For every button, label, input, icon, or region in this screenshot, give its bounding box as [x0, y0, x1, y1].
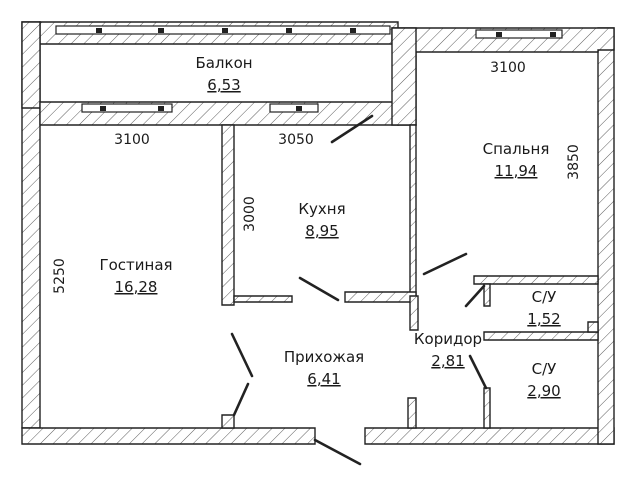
- door-living: [230, 332, 254, 378]
- wall-bath-divider: [483, 331, 599, 341]
- door-bath1: [464, 284, 486, 308]
- hall-name: Прихожая: [284, 348, 364, 366]
- window-kitchen: [269, 103, 319, 113]
- wall-balcony-left: [21, 21, 41, 109]
- wall-corridor-left: [409, 295, 419, 331]
- wall-kitchen-bottom-right: [344, 291, 417, 303]
- wall-bedroom-bottom: [473, 275, 599, 285]
- dim-living-width: 3100: [114, 132, 150, 148]
- wall-bottom-left: [21, 427, 316, 445]
- hall-area: 6,41: [307, 370, 340, 388]
- wall-bath2-left: [483, 387, 491, 429]
- wall-bottom-right: [364, 427, 615, 445]
- wall-right: [597, 27, 615, 445]
- living-name: Гостиная: [99, 256, 172, 274]
- wall-kitchen-bottom-left: [233, 295, 293, 303]
- dim-kitchen-width: 3050: [278, 132, 314, 148]
- room-labels: Балкон 6,53 Спальня 11,94 Кухня 8,95 Гос…: [99, 54, 560, 400]
- door-bath2: [468, 354, 488, 390]
- corridor-area: 2,81: [431, 352, 464, 370]
- door-living-lower: [232, 382, 250, 417]
- doors: [230, 114, 488, 466]
- bath1-name: С/У: [532, 288, 557, 306]
- window-bedroom: [475, 29, 563, 39]
- door-bedroom: [422, 252, 468, 276]
- window-living: [81, 103, 173, 113]
- dimension-labels: 3100 3050 3100 3850 3000 5250: [52, 60, 582, 294]
- dim-bedroom-depth: 3850: [566, 144, 582, 180]
- door-kitchen: [298, 276, 340, 302]
- kitchen-area: 8,95: [305, 222, 338, 240]
- dim-living-depth: 5250: [52, 258, 68, 294]
- corridor-name: Коридор: [414, 330, 482, 348]
- wall-balcony-right: [391, 27, 417, 126]
- dim-kitchen-depth: 3000: [242, 196, 258, 232]
- door-entrance: [313, 438, 362, 466]
- bedroom-name: Спальня: [483, 140, 550, 158]
- wall-bath1-left: [483, 283, 491, 307]
- balcony-name: Балкон: [195, 54, 252, 72]
- windows: [55, 25, 563, 113]
- wall-bath1-vent: [587, 321, 599, 333]
- bath1-area: 1,52: [527, 310, 560, 328]
- wall-hall-stub: [407, 397, 417, 429]
- bedroom-area: 11,94: [495, 162, 538, 180]
- balcony-area: 6,53: [207, 76, 240, 94]
- living-area: 16,28: [115, 278, 158, 296]
- dim-bedroom-width: 3100: [490, 60, 526, 76]
- wall-top-right: [397, 27, 615, 126]
- interior-walls: [221, 124, 599, 429]
- bath2-area: 2,90: [527, 382, 560, 400]
- wall-living-kitchen: [221, 124, 235, 306]
- kitchen-name: Кухня: [298, 200, 345, 218]
- door-balcony: [330, 114, 374, 144]
- wall-living-hall-lower: [221, 414, 235, 429]
- bath2-name: С/У: [532, 360, 557, 378]
- wall-kitchen-bedroom: [409, 124, 417, 297]
